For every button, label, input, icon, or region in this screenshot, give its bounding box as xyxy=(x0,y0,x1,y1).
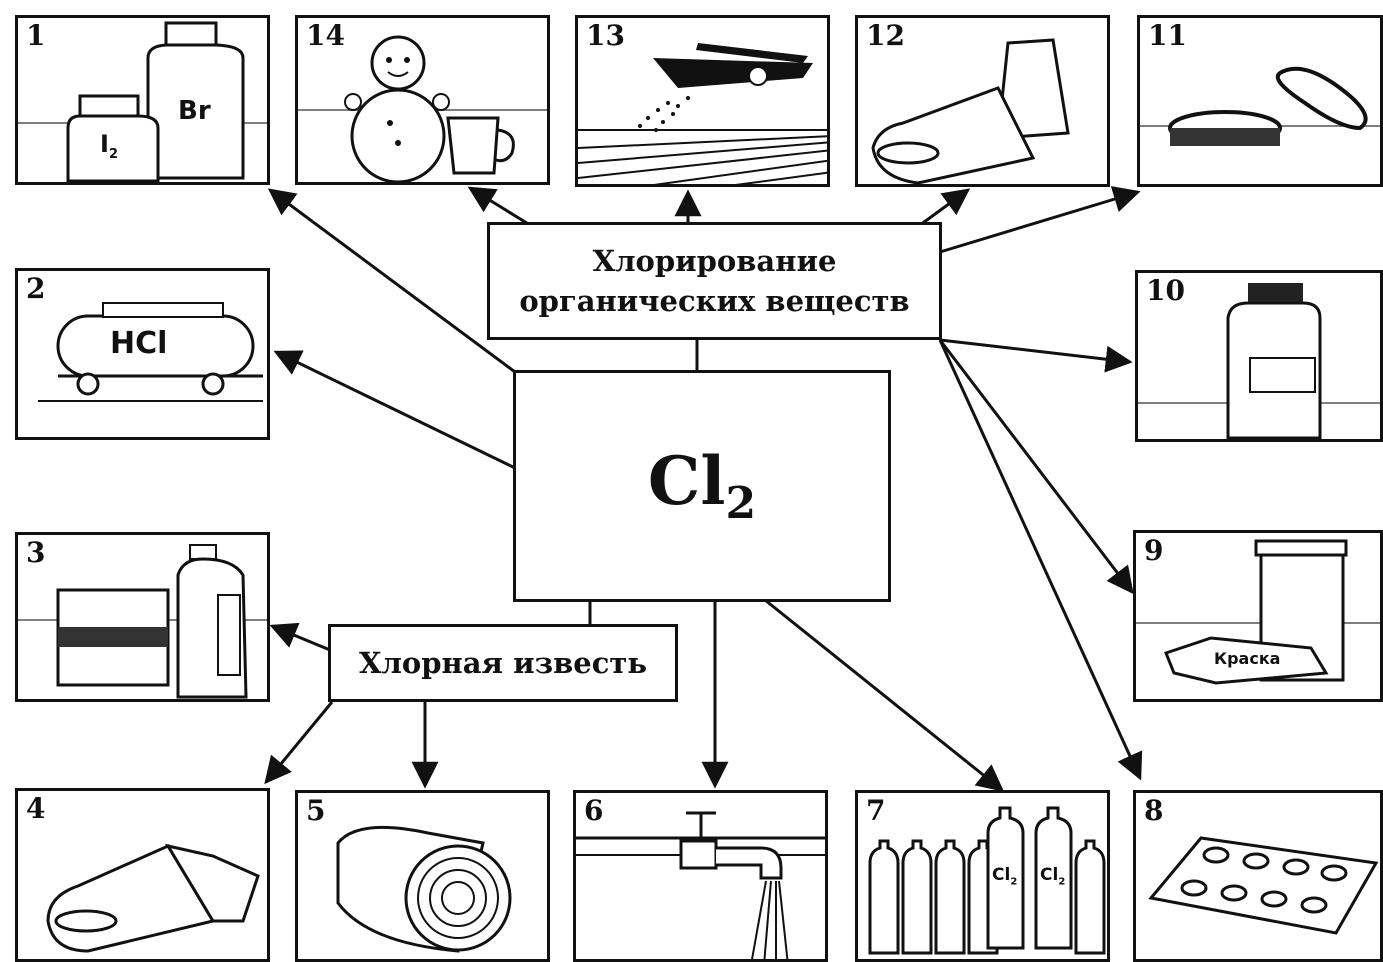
chlorine-formula: Cl2 xyxy=(647,442,757,530)
panel-number: 11 xyxy=(1148,19,1187,52)
chlorinated-lime-label: Хлорная известь xyxy=(358,646,648,680)
water-tap-icon xyxy=(576,811,825,959)
panel-7-chlorine-cylinders: 7 Cl2 Cl2 xyxy=(855,790,1110,962)
cylinder-label-2: Cl2 xyxy=(1040,865,1066,888)
arrow-chlor-to-panel-9 xyxy=(938,339,1134,595)
chlorination-line-2: органических веществ xyxy=(519,284,910,318)
panel-12-synthetic-fabrics: 12 xyxy=(855,15,1110,187)
panel-4-fabric-bleaching: 4 xyxy=(15,788,270,962)
arrow-cl2-to-panel-1 xyxy=(267,188,516,374)
fabric-icon xyxy=(46,843,260,953)
panel-number: 5 xyxy=(306,794,326,827)
arrow-chlor-to-panel-14 xyxy=(467,186,531,227)
panel-number: 14 xyxy=(306,19,345,52)
arrow-chlor-to-panel-10 xyxy=(939,338,1133,373)
panel-number: 2 xyxy=(26,272,46,305)
panel-number: 10 xyxy=(1146,274,1185,307)
panel-number: 8 xyxy=(1144,794,1164,827)
bleach-bottle-icon xyxy=(18,544,267,699)
panel-number: 3 xyxy=(26,536,46,569)
panel-number: 9 xyxy=(1144,534,1164,567)
arrow-lime-to-panel-4 xyxy=(264,701,334,785)
paint-label: Краска xyxy=(1214,649,1281,668)
panel-number: 7 xyxy=(866,794,886,827)
arrow-lime-to-panel-3 xyxy=(269,622,331,652)
pill-blister-icon xyxy=(1148,836,1379,935)
jar-icon xyxy=(1138,283,1380,439)
panel-5-paper-roll: 5 xyxy=(295,790,550,962)
paper-roll-icon xyxy=(336,825,512,953)
panel-8-medicines: 8 xyxy=(1133,790,1383,962)
panel-11-rubber: 11 xyxy=(1137,15,1383,187)
panel-number: 1 xyxy=(26,19,46,52)
panel-2-hydrochloric-acid: 2 HCl xyxy=(15,268,270,440)
panel-1-halogens: 1 I2 Br xyxy=(15,15,270,185)
chlorinated-lime-box: Хлорная известь xyxy=(328,624,678,702)
bromine-label: Br xyxy=(178,96,211,126)
panel-6-water-disinfection: 6 xyxy=(573,790,828,962)
arrow-chlor-to-panel-12 xyxy=(919,188,971,227)
chlorine-center-box: Cl2 xyxy=(513,370,891,602)
panel-number: 4 xyxy=(26,792,46,825)
panel-number: 12 xyxy=(866,19,905,52)
chlorination-box: Хлорирование органических веществ xyxy=(487,222,942,340)
jars-icon xyxy=(18,21,267,182)
panel-9-paint: 9 Краска xyxy=(1133,530,1383,702)
panel-3-bleach: 3 xyxy=(15,532,270,702)
fabric-roll-icon xyxy=(871,38,1070,184)
panel-number: 6 xyxy=(584,794,604,827)
gas-cylinders-icon xyxy=(868,806,1106,955)
paint-can-icon xyxy=(1136,539,1380,685)
arrow-chlor-to-panel-11 xyxy=(939,186,1141,254)
panel-10-solvent: 10 xyxy=(1135,270,1383,442)
hcl-label: HCl xyxy=(110,326,168,361)
panel-number: 13 xyxy=(586,19,625,52)
chlorination-line-1: Хлорирование xyxy=(592,244,837,278)
rubber-rings-icon xyxy=(1140,66,1380,146)
cylinder-label-1: Cl2 xyxy=(992,865,1018,888)
toy-and-cup-icon xyxy=(298,35,547,182)
arrow-chlor-to-panel-8 xyxy=(938,339,1143,781)
airplane-spraying-icon xyxy=(578,43,827,184)
tank-car-icon xyxy=(38,302,263,402)
panel-14-toys: 14 xyxy=(295,15,550,185)
iodine-label: I2 xyxy=(100,130,118,162)
panel-13-pesticides: 13 xyxy=(575,15,830,187)
arrow-cl2-to-panel-2 xyxy=(273,350,516,470)
arrow-cl2-to-panel-7 xyxy=(764,598,1005,792)
